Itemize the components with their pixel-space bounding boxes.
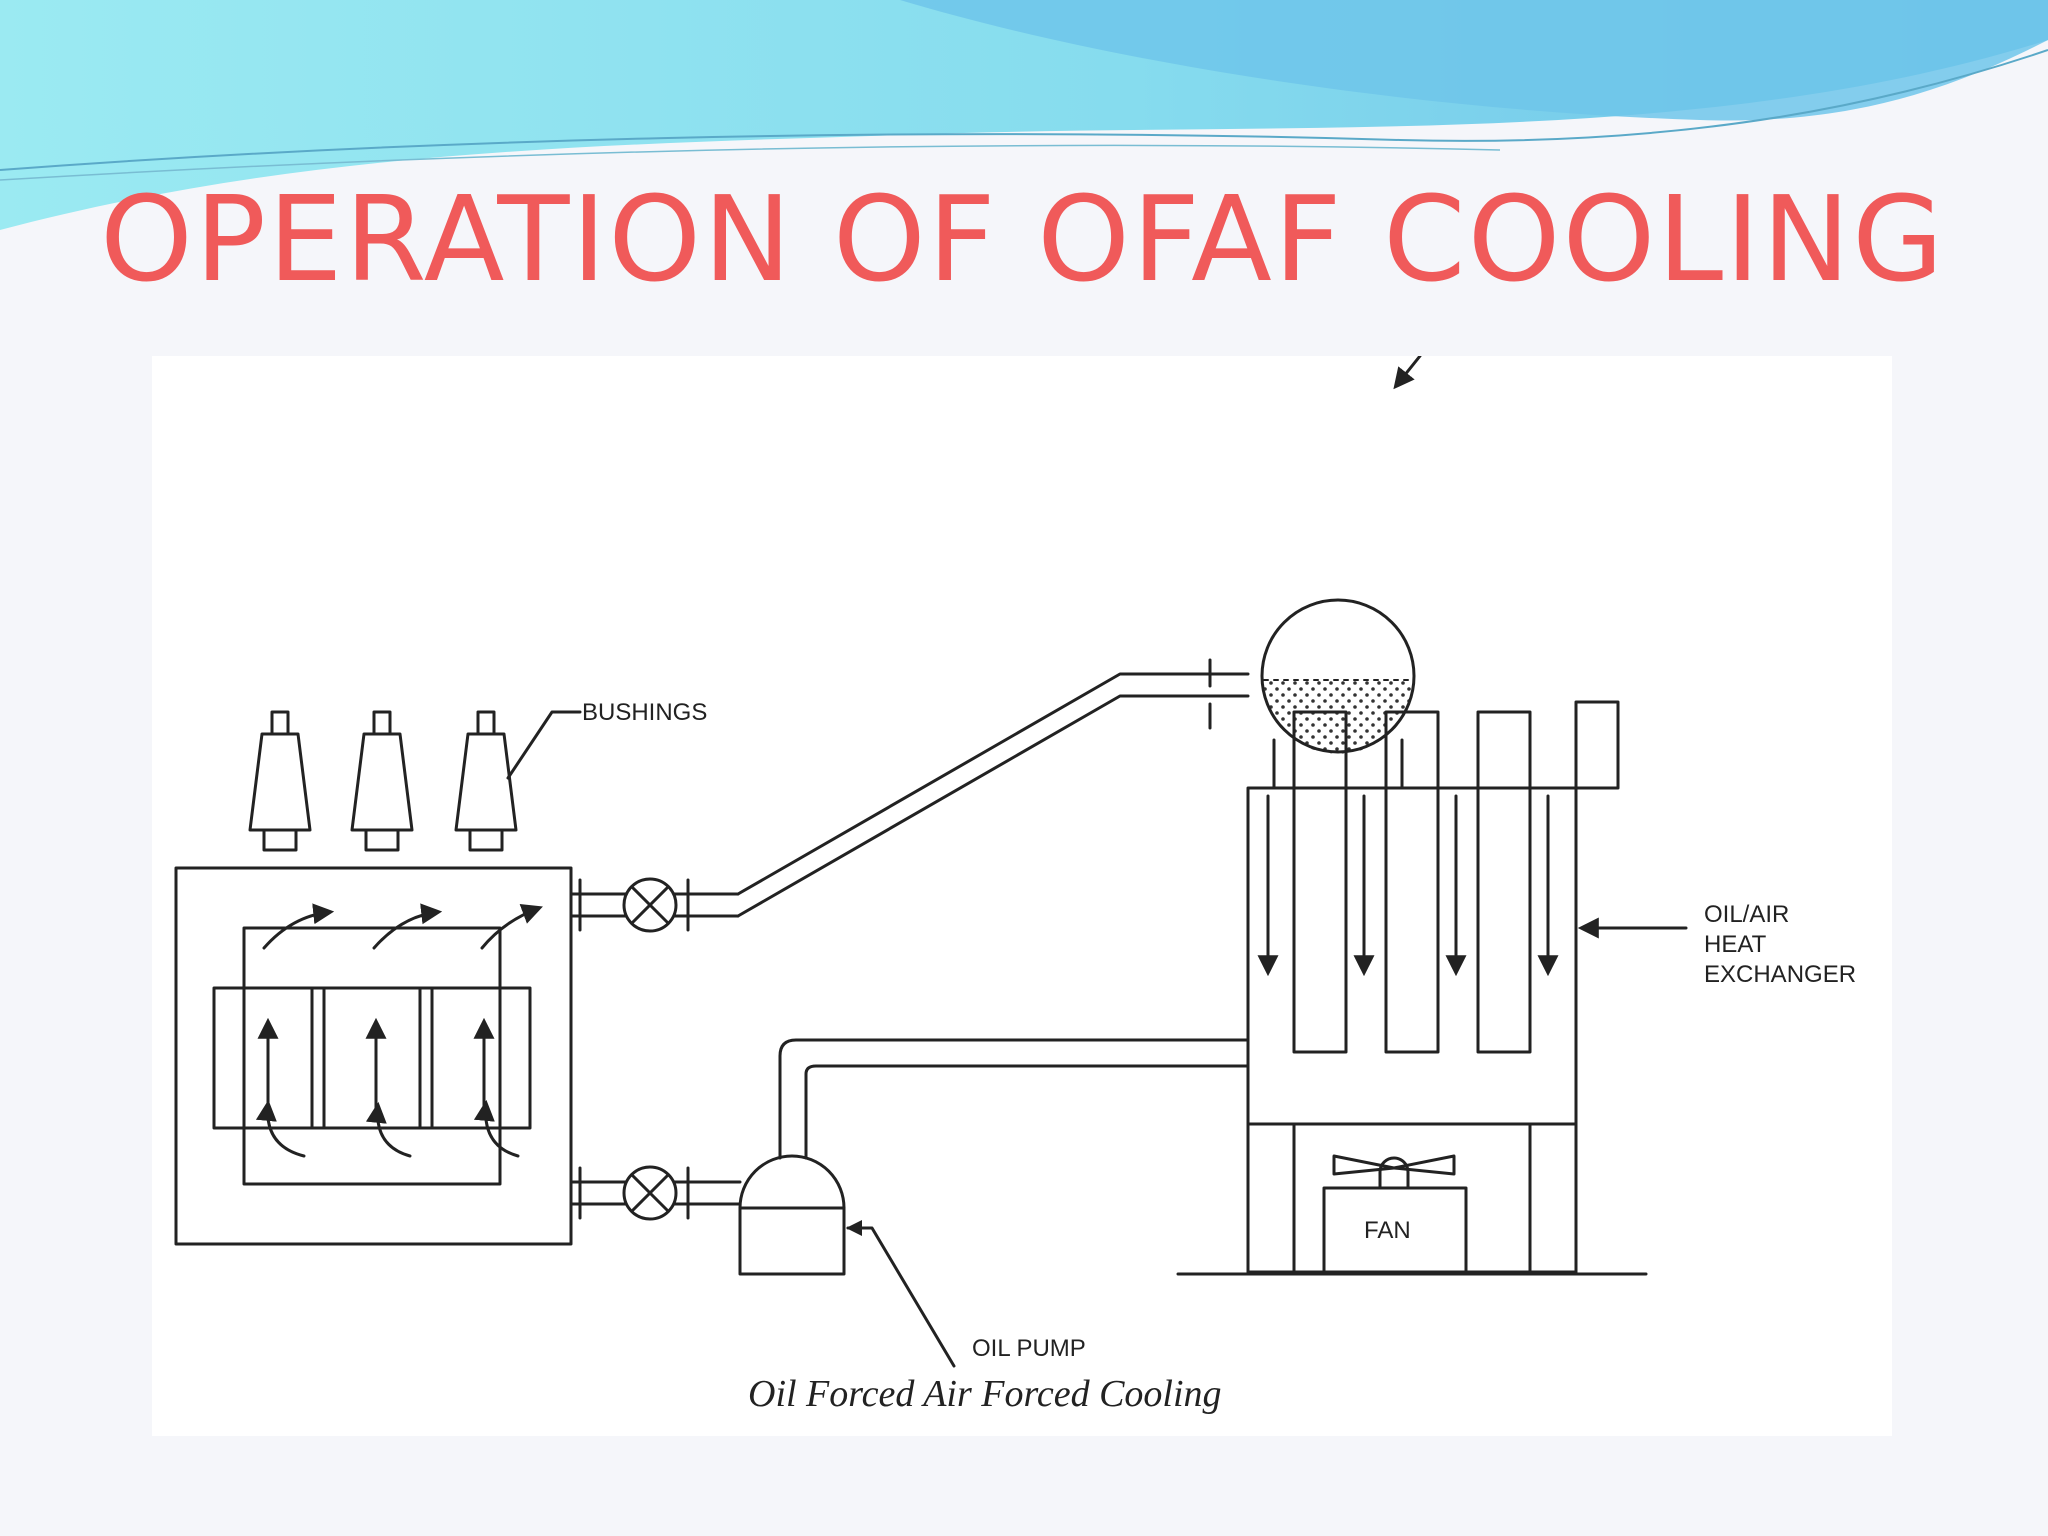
conservator-tank [1260,356,1422,790]
oil-air-heat-exchanger [1176,700,1688,1276]
oil-pump [738,1038,1250,1368]
diagram-panel: BUSHINGS OIL/AIR HEAT EXCHANGER FAN OIL … [152,356,1892,1436]
transformer-tank [174,866,573,1246]
lower-oil-pipe [569,1165,742,1221]
heat-exchanger-label-line3: EXCHANGER [1704,961,1856,988]
slide-title: OPERATION OF OFAF COOLING [100,170,1946,308]
bushings-label: BUSHINGS [582,699,707,726]
oil-pump-label: OIL PUMP [972,1335,1086,1362]
bushings [248,710,582,852]
header-wave-decoration [0,0,2048,230]
fan-label: FAN [1364,1217,1411,1244]
diagram-caption: Oil Forced Air Forced Cooling [748,1373,1222,1415]
fan [1322,1154,1468,1276]
upper-oil-pipe [569,658,1250,933]
heat-exchanger-label-line2: HEAT [1704,931,1767,958]
heat-exchanger-label-line1: OIL/AIR [1704,901,1789,928]
ofaf-cooling-diagram: BUSHINGS OIL/AIR HEAT EXCHANGER FAN OIL … [174,356,1856,1415]
